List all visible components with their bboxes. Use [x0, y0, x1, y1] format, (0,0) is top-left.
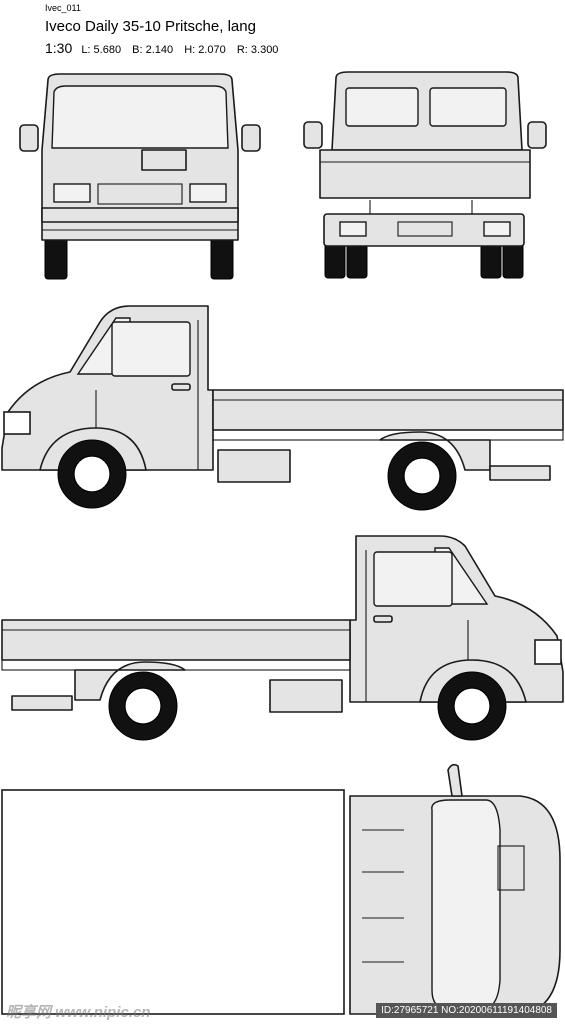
scale-label: 1:30: [45, 40, 73, 56]
height-spec: H: 2.070: [184, 44, 226, 56]
side-right-headlight: [534, 639, 562, 665]
side-left-rear-rim: [403, 457, 441, 495]
side-right-door-window: [373, 551, 453, 607]
drawing-title: Iveco Daily 35-10 Pritsche, lang: [45, 18, 256, 35]
side-left-door-handle: [171, 383, 191, 391]
rear-mirror-left: [303, 121, 323, 149]
rear-plate: [397, 221, 453, 237]
side-right-door-handle: [373, 615, 393, 623]
front-mirror-right: [241, 124, 261, 152]
rear-flatbed-gate: [319, 149, 531, 199]
front-bumper: [41, 207, 239, 223]
rear-window-right: [429, 87, 507, 127]
side-view-left: [1, 305, 564, 511]
rear-bumper: [323, 213, 525, 247]
side-left-headlight: [3, 411, 31, 435]
width-spec: B: 2.140: [132, 44, 174, 56]
front-grille: [97, 183, 183, 205]
side-view-right: [1, 535, 564, 741]
drawing-code: Ivec_011: [45, 3, 81, 13]
front-view: [19, 73, 261, 280]
side-left-flatbed: [212, 389, 564, 431]
front-headlight-left: [53, 183, 91, 203]
side-right-rear-rim: [124, 687, 162, 725]
side-right-front-rim: [453, 687, 491, 725]
top-view: [1, 763, 561, 1015]
watermark: 昵享网 www.nipic.cn: [6, 1004, 151, 1021]
spec-line: 1:30 L: 5.680 B: 2.140 H: 2.070 R: 3.300: [45, 40, 286, 56]
rear-lamp-left: [339, 221, 367, 237]
side-right-step: [11, 695, 73, 711]
side-left-step: [489, 465, 551, 481]
wheelbase-spec: R: 3.300: [236, 44, 279, 56]
front-mirror-left: [19, 124, 39, 152]
side-left-door-window: [111, 321, 191, 377]
rear-view: [303, 71, 547, 279]
rear-lamp-right: [483, 221, 511, 237]
top-mirror: [447, 763, 463, 797]
front-headlight-right: [189, 183, 227, 203]
length-spec: L: 5.680: [81, 44, 122, 56]
side-left-front-rim: [73, 455, 111, 493]
side-left-rear-arch: [379, 431, 491, 471]
front-badge: [141, 149, 187, 171]
front-right-tyre: [210, 234, 234, 280]
image-info-bar: ID:27965721 NO:20200611191404808: [376, 1003, 557, 1018]
side-left-fuel-tank: [217, 449, 291, 483]
front-windscreen: [51, 85, 229, 149]
front-left-tyre: [44, 234, 68, 280]
side-right-flatbed: [1, 619, 351, 661]
top-windscreen: [431, 799, 501, 1009]
rear-window-left: [345, 87, 419, 127]
rear-mirror-right: [527, 121, 547, 149]
side-right-fuel-tank: [269, 679, 343, 713]
top-flatbed: [1, 789, 345, 1015]
side-right-rear-arch: [74, 661, 186, 701]
